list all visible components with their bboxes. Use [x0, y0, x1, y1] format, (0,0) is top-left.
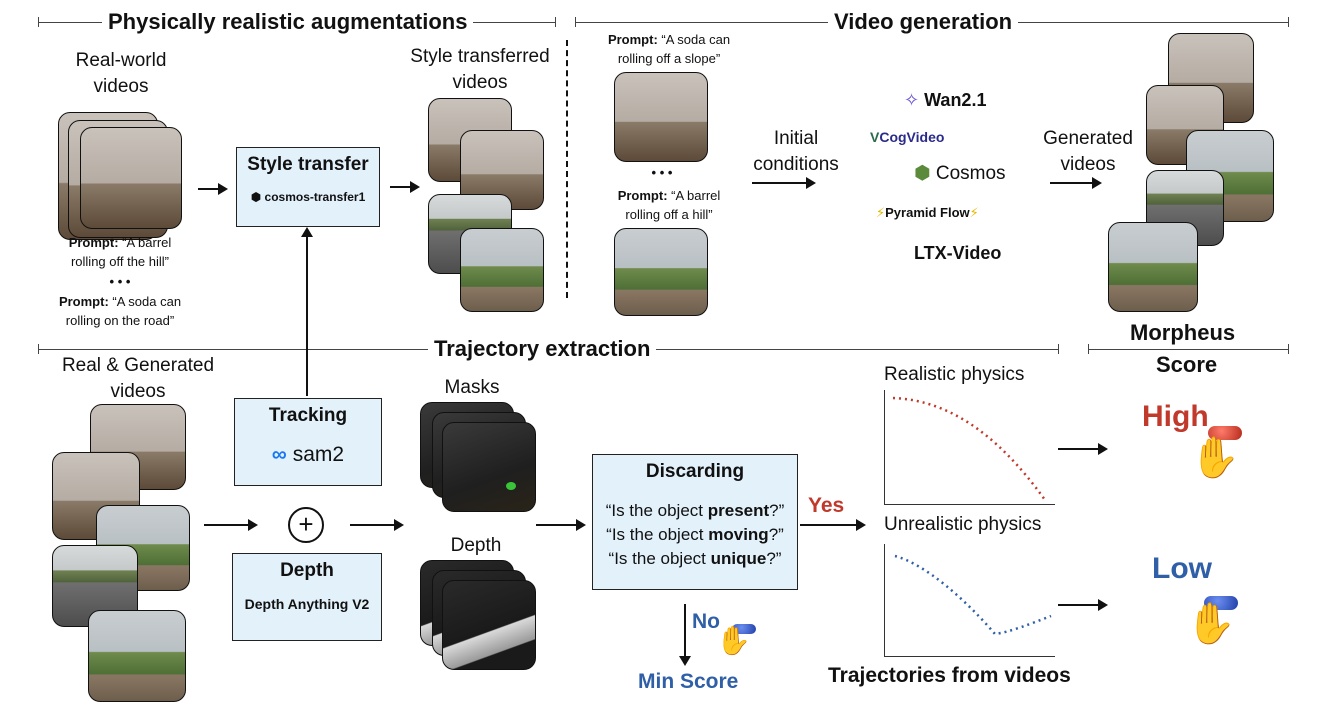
section-title-video-generation: Video generation	[828, 9, 1019, 35]
unrealistic-trajectory	[894, 554, 1052, 636]
gen-prompt-soda: Prompt: “A soda can rolling off a slope”	[607, 32, 731, 66]
model-pyramid-flow: ⚡Pyramid Flow⚡	[876, 205, 979, 220]
prompt-soda: Prompt: “A soda can rolling on the road”	[58, 294, 182, 328]
cogvideo-icon: V	[870, 129, 880, 145]
cosmos-model-icon: ⬢	[914, 163, 931, 184]
min-score-label: Min Score	[638, 670, 739, 693]
arrow-to-high	[1058, 443, 1108, 455]
style-transfer-box: Style transfer ⬢ cosmos-transfer1	[236, 147, 380, 227]
arrow-tracking-to-style	[301, 227, 313, 396]
realistic-trajectory	[892, 396, 1047, 501]
init-frame-1	[614, 72, 708, 162]
discarding-title: Discarding	[645, 461, 745, 482]
question-moving: “Is the object moving?”	[606, 525, 784, 544]
arrow-to-low	[1058, 599, 1108, 611]
unrealistic-physics-label: Unrealistic physics	[884, 514, 1042, 535]
depth-title: Depth	[280, 560, 334, 581]
low-score-label: Low	[1152, 552, 1212, 585]
arrow-real-to-style	[198, 183, 228, 195]
depth-label: Depth	[450, 535, 502, 556]
high-hand-icon: ✋	[1190, 436, 1240, 480]
ellipsis: • • •	[109, 274, 131, 289]
cosmos-icon: ⬢	[250, 190, 265, 204]
section-title-augmentations: Physically realistic augmentations	[102, 9, 474, 35]
model-ltx: LTX-Video	[914, 243, 1002, 263]
min-hand-icon: ✋	[716, 625, 751, 656]
model-cogvideo: VCogVideo	[870, 129, 945, 145]
masks-label: Masks	[444, 377, 500, 398]
mask-object	[506, 482, 516, 490]
gen-prompt-barrel: Prompt: “A barrel rolling off a hill”	[617, 188, 721, 222]
tracking-box: Tracking ∞ sam2	[234, 398, 382, 486]
score-title-line1: Morpheus	[1124, 320, 1242, 346]
gen-ellipsis: • • •	[651, 165, 673, 180]
arrow-discard-yes	[800, 519, 866, 531]
styled-thumb-4	[460, 228, 544, 312]
meta-icon: ∞	[271, 443, 287, 466]
high-score-label: High	[1142, 400, 1209, 433]
arrow-plus-to-masks	[350, 519, 404, 531]
divider-dashed	[566, 40, 568, 298]
init-frame-2	[614, 228, 708, 316]
wan-icon: ✧	[904, 90, 920, 110]
high-pill-icon	[1208, 426, 1242, 440]
low-pill-icon	[1204, 596, 1238, 610]
min-pill-icon	[732, 624, 756, 634]
question-present: “Is the object present?”	[605, 501, 785, 520]
arrow-style-to-styled	[390, 181, 420, 193]
bolt-icon-2: ⚡	[969, 205, 979, 220]
yes-label: Yes	[808, 494, 845, 517]
no-label: No	[692, 610, 720, 633]
arrow-videos-to-plus	[204, 519, 258, 531]
bolt-icon: ⚡	[876, 205, 886, 220]
style-transfer-title: Style transfer	[247, 154, 369, 175]
realistic-physics-label: Realistic physics	[884, 364, 1025, 385]
trajectories-label: Trajectories from videos	[828, 664, 1071, 687]
discard-questions: “Is the object present?” “Is the object …	[593, 499, 797, 571]
depth-anything-label: Depth Anything V2	[244, 596, 370, 612]
mask-frame-3	[442, 422, 536, 512]
section-title-trajectory: Trajectory extraction	[428, 336, 657, 362]
depth-box: Depth Depth Anything V2	[232, 553, 382, 641]
sam2-label: ∞ sam2	[271, 443, 345, 466]
question-unique: “Is the object unique?”	[608, 549, 782, 568]
realistic-plot	[884, 390, 1055, 505]
depth-frame-3	[442, 580, 536, 670]
tracking-title: Tracking	[268, 405, 348, 426]
real-video-thumb-3	[80, 127, 182, 229]
arrow-masks-to-discard	[536, 519, 586, 531]
gen-thumb-5	[1108, 222, 1198, 312]
model-wan: ✧ Wan2.1	[904, 90, 987, 110]
arrow-init-to-models	[752, 177, 816, 189]
prompt-barrel: Prompt: “A barrel rolling off the hill”	[68, 235, 172, 269]
cosmos-transfer-label: ⬢ cosmos-transfer1	[250, 190, 366, 204]
plus-icon: +	[288, 507, 324, 543]
arrow-discard-no	[679, 604, 691, 666]
arrow-models-to-generated	[1050, 177, 1102, 189]
rg-thumb-5	[88, 610, 186, 702]
score-title-line2: Score	[1156, 352, 1218, 377]
low-hand-icon: ✋	[1186, 602, 1236, 646]
discarding-box: Discarding “Is the object present?” “Is …	[592, 454, 798, 590]
unrealistic-plot	[884, 544, 1055, 657]
model-cosmos: ⬢ Cosmos	[914, 163, 1006, 184]
